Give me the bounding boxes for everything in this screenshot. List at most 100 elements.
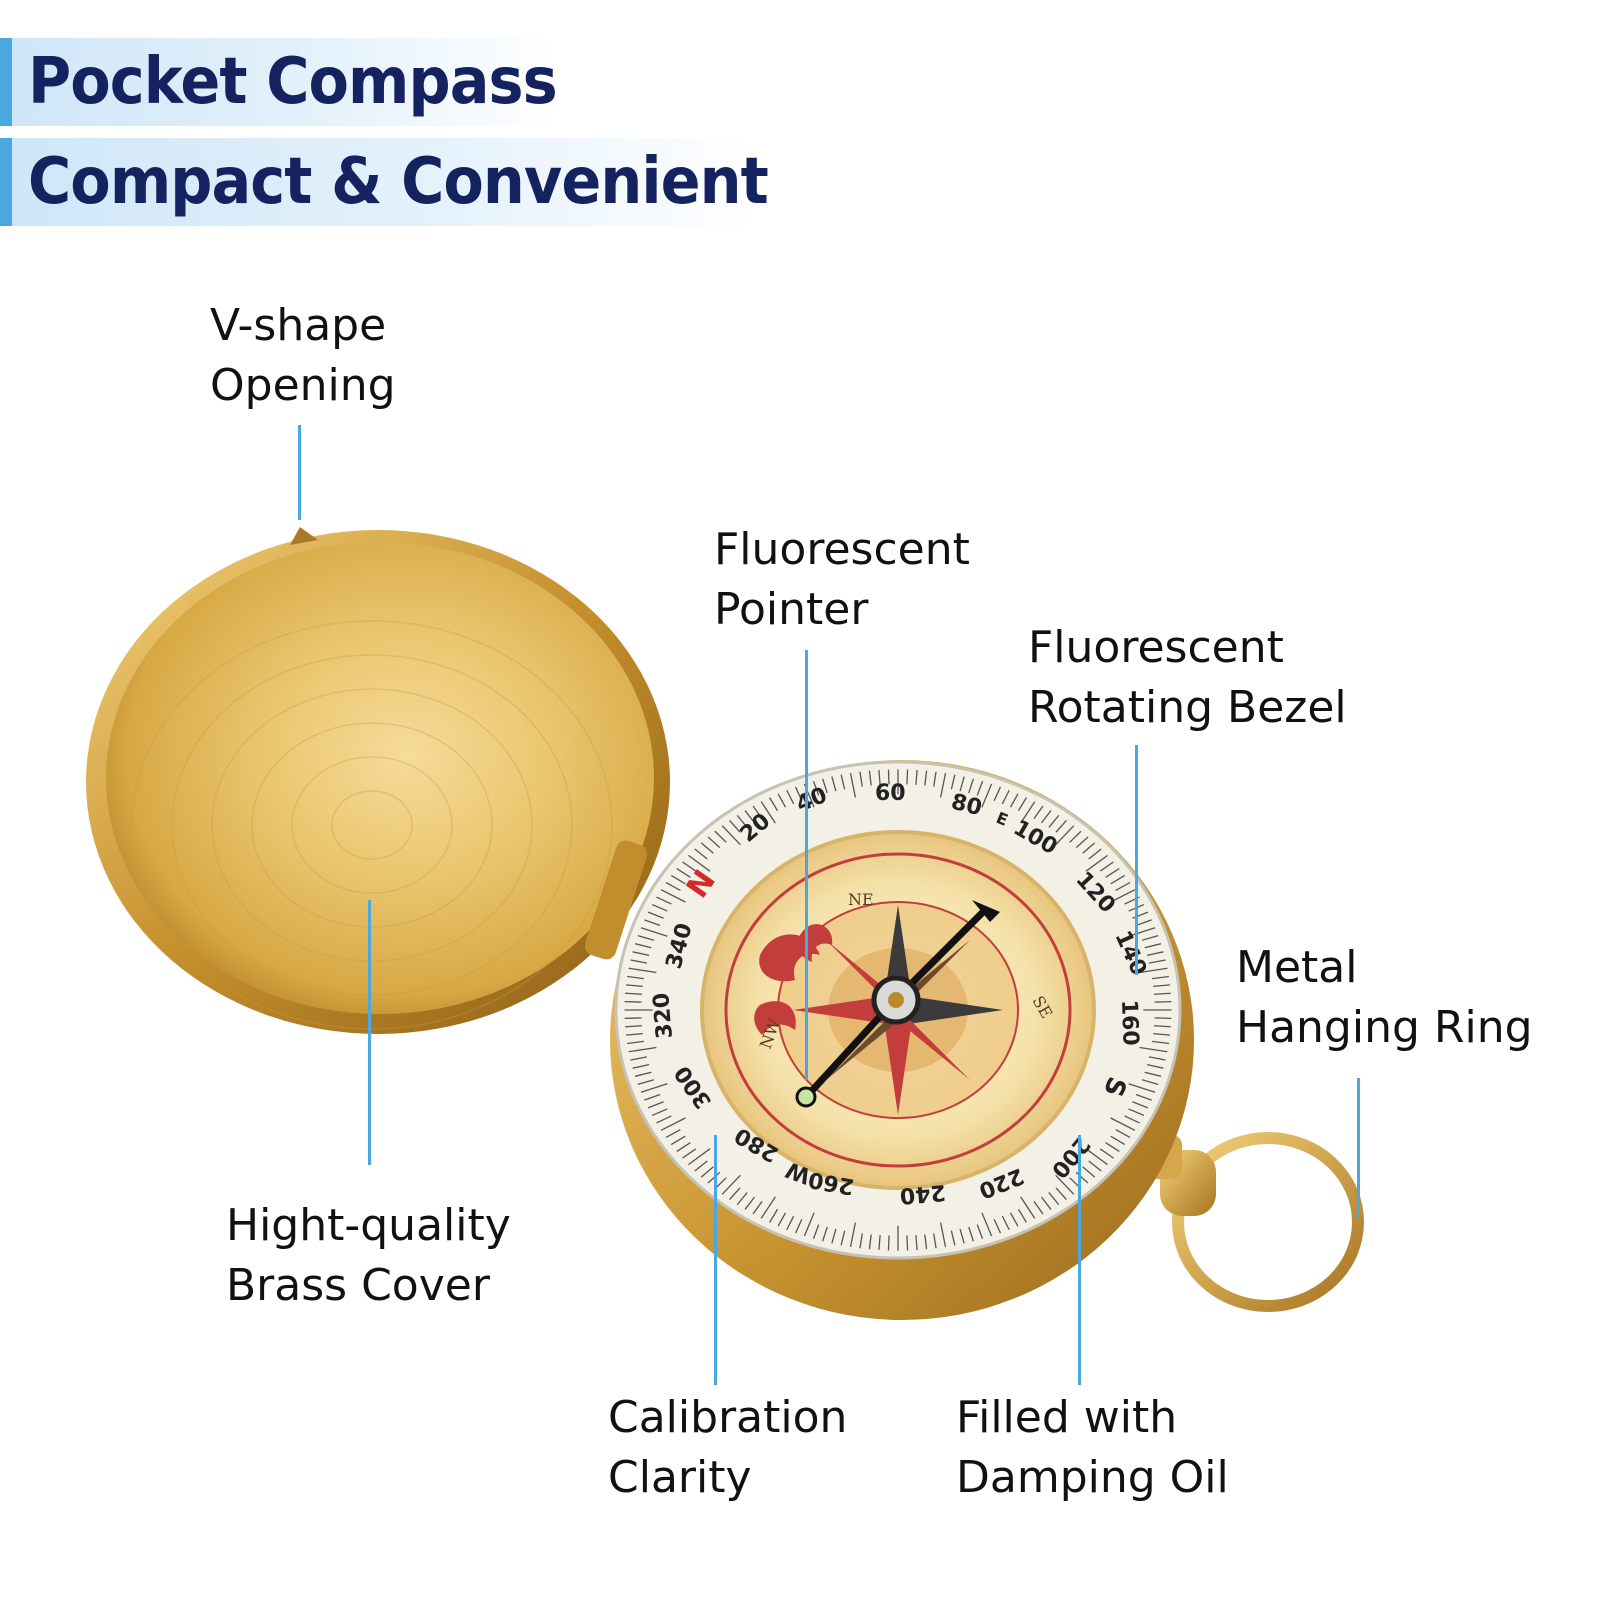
bezel-tick [812,780,820,796]
bezel-tick [1055,825,1075,846]
bezel-tick [1148,1056,1166,1061]
dial-ne-letter: NE [848,890,874,909]
callout-v-shape-opening: V-shape Opening [210,296,396,416]
bezel-tick [1141,1079,1159,1085]
callout-line: V-shape [210,300,387,351]
bezel-tick [752,1201,763,1215]
leader-ring [1357,1078,1360,1218]
bezel-tick [821,1226,828,1242]
bezel-tick [1152,975,1169,980]
bezel-tick [1105,868,1120,878]
bezel-number: 240 [899,1179,947,1208]
bezel-tick [1040,1196,1052,1210]
bezel-tick [1139,967,1168,974]
bezel-tick [849,1222,857,1248]
callout-line: Pointer [714,584,869,635]
bezel-tick [777,1212,787,1227]
bezel-tick [637,935,655,941]
bezel-tick [1105,1142,1120,1152]
bezel-tick [721,825,741,846]
callout-brass-cover: Hight-quality Brass Cover [226,1196,511,1316]
bezel-number: 320 [649,992,678,1040]
bezel-tick [627,1040,644,1045]
bezel-tick [812,1224,820,1240]
bezel-tick [637,1079,655,1085]
bezel-tick [632,1063,650,1069]
bezel-tick [769,1208,779,1223]
bezel-tick [1128,1108,1145,1117]
bezel-tick [906,769,909,785]
leader-pointer [805,650,808,1080]
bezel-tick [1017,1208,1027,1223]
bezel-tick [647,1101,664,1109]
bezel-tick [1017,797,1027,812]
page-subtitle: Compact & Convenient [28,145,769,219]
bezel-tick [831,1228,837,1244]
bezel-tick [950,774,956,790]
bezel-tick [1148,959,1166,964]
bezel-tick [729,1187,741,1200]
compass-body [610,760,1194,1320]
bezel-tick [694,1160,708,1172]
bezel-tick [993,786,1002,802]
callout-line: Fluorescent [714,524,970,575]
bezel-tick [700,842,714,854]
bezel-tick [859,771,863,787]
bezel-tick [752,805,763,819]
bezel-tick [1110,1117,1136,1131]
callout-line: Hight-quality [226,1200,511,1251]
bezel-tick [1153,992,1171,995]
bezel-tick [1153,984,1171,988]
bezel-tick [950,1230,956,1246]
page-title: Pocket Compass [28,45,558,119]
bezel-tick [1135,919,1152,927]
bezel-tick [786,1215,795,1231]
bezel-tick [744,810,756,824]
bezel-tick [744,1196,756,1210]
bezel-tick [821,778,828,794]
bezel-tick [1020,1196,1036,1219]
bezel-tick [1153,1025,1171,1028]
bezel-tick [878,769,881,785]
bezel-tick [736,1192,748,1206]
bezel-tick [644,919,661,927]
bezel-tick [1152,1040,1169,1045]
hanging-ring [1148,1132,1364,1312]
bezel-tick [1055,1187,1067,1200]
bezel-tick [777,793,787,808]
bezel-tick [1128,927,1156,937]
bezel-tick [714,830,727,843]
callout-calibration-clarity: Calibration Clarity [608,1388,847,1508]
bezel-tick [981,783,993,808]
bezel-tick [849,772,857,798]
leader-calibration [714,1135,717,1385]
bezel-tick [640,927,668,937]
callout-line: Filled with [956,1392,1178,1443]
bezel-tick [1110,889,1136,903]
callout-line: Fluorescent [1028,622,1284,673]
bezel-tick [625,1025,643,1028]
bezel-tick [628,1046,657,1053]
bezel-number: 60 [875,781,906,806]
bezel-tick [1128,1083,1156,1093]
bezel-tick [670,1135,686,1146]
bezel-tick [688,1148,711,1166]
compass-needle [795,900,1000,1108]
subtitle-banner-bar [0,138,12,226]
bezel-tick [682,1148,697,1159]
bezel-tick [656,1115,672,1124]
bezel-tick [1099,1148,1114,1159]
callout-damping-oil: Filled with Damping Oil [956,1388,1229,1508]
bezel-tick [939,772,947,798]
bezel-tick [729,820,741,833]
bezel-tick [769,797,779,812]
bezel-tick [1033,1201,1044,1215]
bezel-tick [924,1234,928,1250]
bezel-tick [625,992,643,995]
bezel-tick [887,769,890,785]
bezel-tick [859,1233,863,1249]
bezel-tick [625,984,643,988]
bezel-tick [976,1224,984,1240]
bezel-tick [1085,854,1108,872]
bezel-tick [1069,830,1082,843]
